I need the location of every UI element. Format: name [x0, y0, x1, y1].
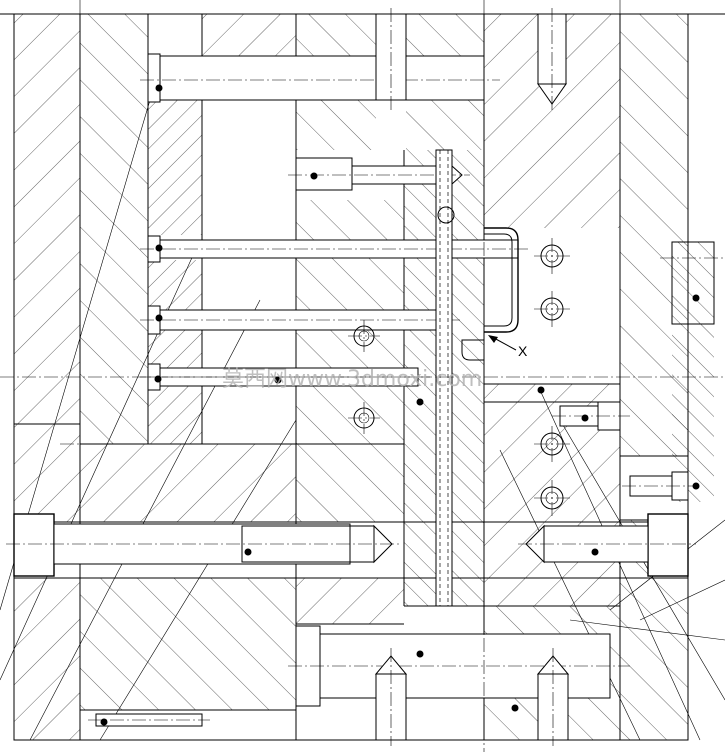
reference-dots [100, 84, 700, 726]
cooling-hole [534, 238, 570, 274]
plate-hatching [14, 14, 714, 740]
detail-x-label: X [518, 343, 528, 359]
cooling-channels [348, 206, 570, 516]
cooling-hole [534, 480, 570, 516]
detail-x-callout: X [488, 335, 528, 359]
cooling-hole [437, 206, 455, 224]
cooling-hole [348, 402, 380, 434]
core-insert [435, 149, 621, 607]
cooling-hole [534, 291, 570, 327]
watermark-text: 莫西网www.3dmoxi.com [222, 367, 482, 392]
cooling-hole [348, 320, 380, 352]
cooling-hole [534, 426, 570, 462]
